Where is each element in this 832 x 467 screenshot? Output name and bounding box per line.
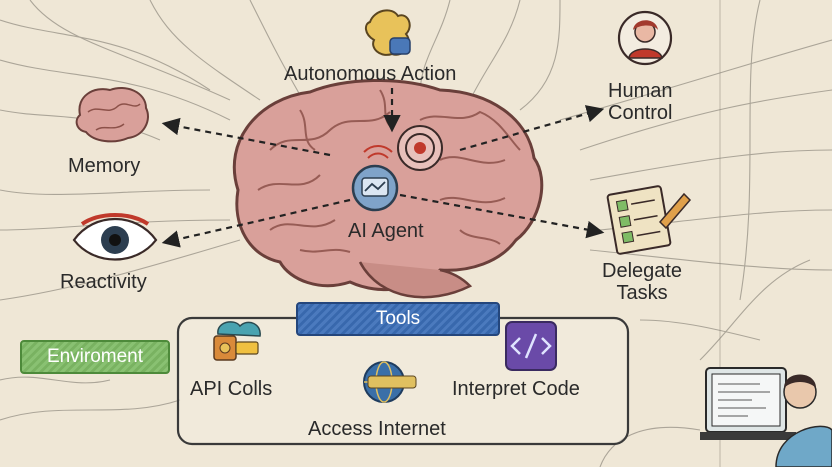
code-icon bbox=[505, 321, 557, 371]
api-calls-label: API Colls bbox=[190, 378, 273, 400]
internet-icon bbox=[363, 361, 417, 403]
access-internet-label: Access Internet bbox=[308, 418, 446, 440]
delegate-tasks-label: Delegate Tasks bbox=[602, 260, 683, 304]
interpret-code-label: Interpret Code bbox=[452, 378, 580, 400]
computer-user-icon bbox=[700, 367, 832, 467]
autonomous-action-label: Autonomous Action bbox=[284, 63, 457, 85]
checklist-icon bbox=[606, 185, 692, 255]
memory-label: Memory bbox=[68, 155, 141, 177]
tools-badge: Tools bbox=[296, 302, 500, 336]
environment-badge: Enviroment bbox=[20, 340, 170, 374]
autonomous-action-icon bbox=[364, 9, 411, 56]
eye-icon bbox=[72, 213, 158, 261]
ai-agent-label: AI Agent bbox=[348, 220, 424, 242]
api-icon bbox=[213, 321, 261, 361]
target-icon bbox=[397, 125, 443, 171]
memory-icon bbox=[75, 87, 149, 143]
human-control-label: Human Control bbox=[608, 80, 673, 124]
wifi-icon bbox=[363, 145, 393, 159]
agent-icon bbox=[351, 164, 399, 212]
reactivity-label: Reactivity bbox=[60, 271, 147, 293]
human-icon bbox=[617, 10, 673, 66]
connector-arrows bbox=[161, 88, 605, 248]
